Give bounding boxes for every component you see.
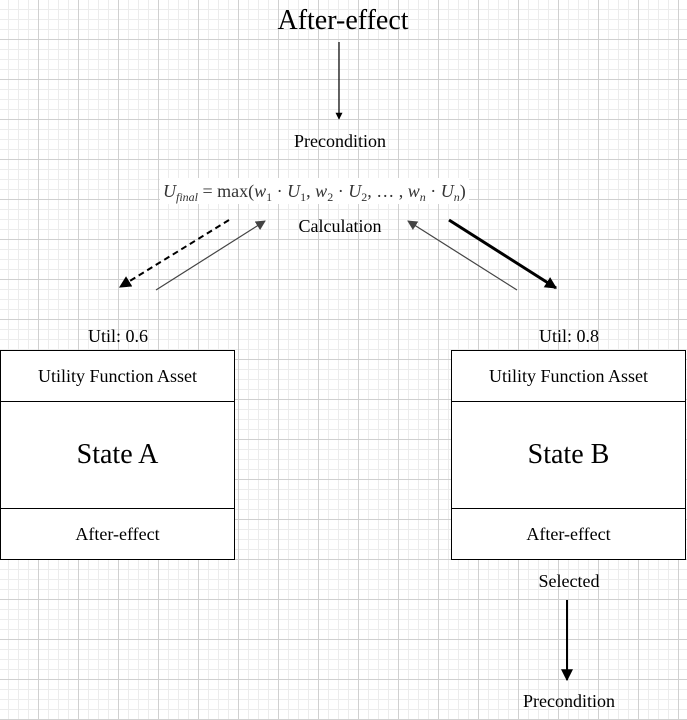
formula-u2: U [348,181,362,201]
state-b-box: Utility Function Asset State B After-eff… [451,350,686,560]
state-a-util-label: Util: 0.6 [87,326,149,346]
formula-w2: w [315,181,328,201]
state-a-name: State A [76,439,159,470]
calculation-label: Calculation [298,216,382,236]
state-b-header: Utility Function Asset [452,351,685,402]
utility-formula: Ufinal = max(w1 · U1, w2 · U2, … , wn · … [160,178,469,204]
state-b-footer: After-effect [452,508,685,559]
state-a-box: Utility Function Asset State A After-eff… [0,350,235,560]
formula-u-final-sub: final [176,190,199,204]
formula-un: U [440,181,454,201]
arrow-state-a-to-calc [155,220,266,291]
bottom-precondition-label: Precondition [523,691,615,711]
formula-w1: w [254,181,267,201]
formula-w2-sub: 2 [327,190,334,204]
state-a-footer: After-effect [1,508,234,559]
formula-un-sub: n [453,190,460,204]
formula-w1-sub: 1 [266,190,273,204]
arrow-calc-to-state-b-bold [448,218,558,290]
arrow-state-b-to-calc [407,220,518,291]
formula-u-final: U [163,181,176,201]
formula-close-paren: ) [459,181,466,201]
formula-ellipsis: , … , [367,181,408,201]
formula-wn: w [407,181,420,201]
formula-comma-1: , [306,181,316,201]
formula-dot-1: · [272,181,288,201]
formula-eq-max: = max( [198,181,255,201]
formula-dot-2: · [333,181,349,201]
formula-dot-3: · [425,181,441,201]
top-title: After-effect [277,5,409,36]
selected-label: Selected [538,571,600,591]
state-a-header: Utility Function Asset [1,351,234,402]
formula-u1-sub: 1 [300,190,307,204]
arrow-calc-to-state-a-dashed [118,219,230,288]
formula-u2-sub: 2 [361,190,368,204]
state-b-util-label: Util: 0.8 [538,326,600,346]
formula-u1: U [287,181,301,201]
state-b-name: State B [527,439,610,470]
top-precondition-label: Precondition [294,131,386,151]
formula-wn-sub: n [419,190,426,204]
